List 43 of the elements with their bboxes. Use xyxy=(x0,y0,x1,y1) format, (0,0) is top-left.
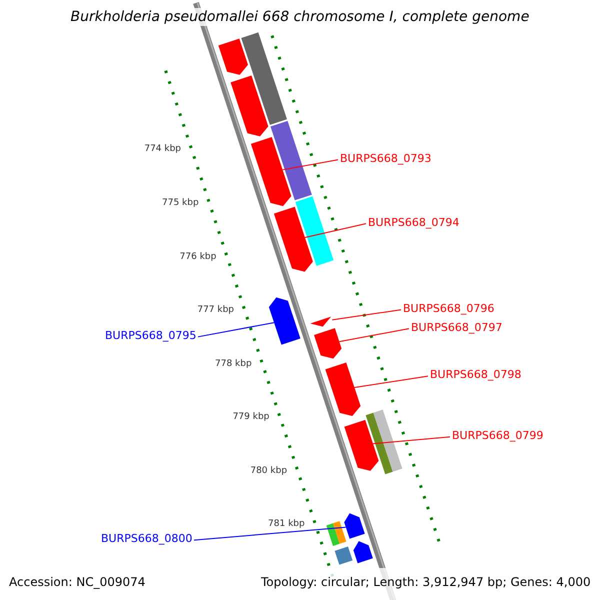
tick-label: 779 kbp xyxy=(232,413,270,422)
gene-bar xyxy=(241,32,287,125)
gene-bar xyxy=(334,546,353,565)
tick-label: 777 kbp xyxy=(197,306,234,316)
gene-label: BURPS668_0799 xyxy=(452,430,544,441)
leader-line xyxy=(198,322,275,338)
gene-label: BURPS668_0794 xyxy=(368,216,460,228)
leader-line xyxy=(194,526,346,541)
leader-line xyxy=(338,328,410,342)
gene-label: BURPS668_0796 xyxy=(403,302,494,314)
leader-line xyxy=(354,376,428,388)
gene-feature xyxy=(274,206,313,272)
gene-bar xyxy=(326,523,340,546)
gene-bar xyxy=(295,196,334,266)
tick-label: 781 kbp xyxy=(268,520,305,530)
leader-line xyxy=(304,223,366,238)
gene-bar xyxy=(270,120,312,200)
gene-label: BURPS668_0798 xyxy=(430,369,522,380)
gene-bar xyxy=(366,412,393,474)
leader-line xyxy=(372,436,450,444)
tick-label: 776 kbp xyxy=(180,252,216,262)
gene-bar xyxy=(373,410,402,472)
gene-feature xyxy=(344,420,379,471)
accession-text: Accession: NC_009074 xyxy=(9,576,146,588)
gene-label: BURPS668_0797 xyxy=(411,322,502,333)
gene-label: BURPS668_0795 xyxy=(105,330,196,341)
gene-feature xyxy=(344,513,365,539)
gene-label: BURPS668_0793 xyxy=(340,152,432,164)
tick-label: 778 kbp xyxy=(215,360,252,369)
genome-info-text: Topology: circular; Length: 3,912,947 bp; Genes: 4,000 xyxy=(261,576,591,588)
leader-line xyxy=(332,309,402,320)
gene-feature xyxy=(268,297,300,345)
gene-feature xyxy=(353,541,373,564)
gene-feature xyxy=(325,362,361,416)
gene-label: BURPS668_0800 xyxy=(101,533,192,544)
tick-label: 775 kbp xyxy=(162,198,199,208)
tick-label: 780 kbp xyxy=(250,466,288,476)
gene-feature xyxy=(250,137,292,206)
leader-line xyxy=(282,159,338,170)
tick-label: 774 kbp xyxy=(144,145,182,154)
gene-bar xyxy=(332,521,346,544)
gene-feature xyxy=(218,38,248,75)
gene-feature xyxy=(230,76,268,136)
